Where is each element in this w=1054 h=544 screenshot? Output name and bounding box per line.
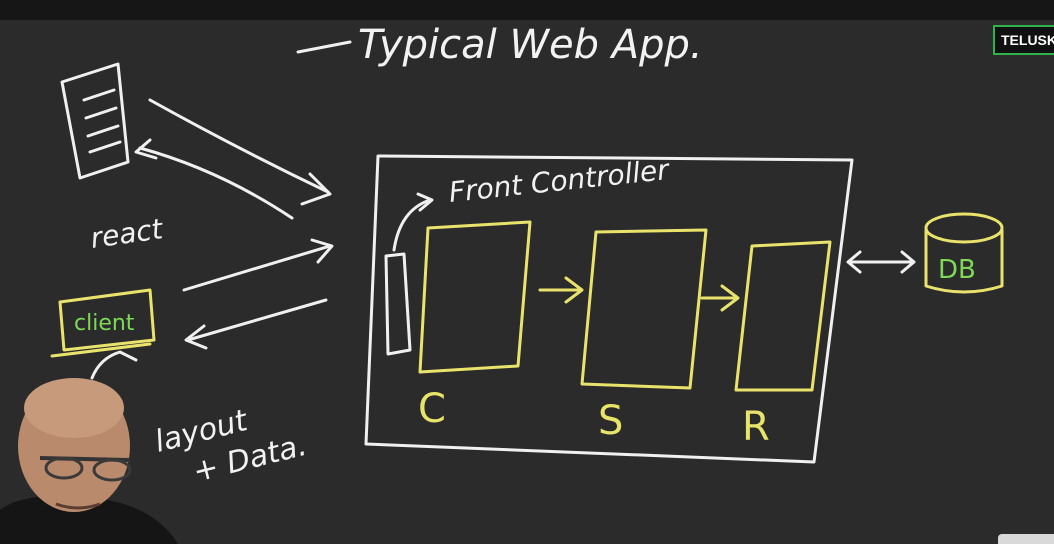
client-label: client: [74, 311, 135, 336]
client-box: [50, 288, 156, 358]
front-controller-box: [384, 252, 412, 356]
service-label: S: [598, 398, 623, 444]
repository-label: R: [742, 404, 770, 450]
client-to-app-arrow: [182, 244, 332, 292]
app-to-client-arrow: [186, 298, 328, 342]
app-db-arrowhead-left: [846, 250, 862, 274]
service-box: [580, 228, 708, 390]
webpage-document-icon: [60, 62, 130, 180]
application-container: [364, 154, 854, 464]
front-controller-label: Front Controller: [447, 153, 671, 209]
service-to-repository-arrowhead: [720, 284, 740, 312]
front-controller-pointer-head: [416, 192, 434, 212]
brand-logo-badge: TELUSKO: [993, 25, 1054, 55]
client-stand-stroke: [90, 350, 138, 380]
app-db-arrowhead-right: [900, 250, 916, 274]
response-arrowhead: [134, 138, 158, 160]
controller-label: C: [418, 386, 446, 432]
client-to-app-arrowhead: [310, 238, 334, 264]
front-controller-pointer: [392, 198, 432, 252]
repository-box: [734, 240, 832, 392]
title-underline-stroke: [296, 40, 352, 54]
request-arrow: [148, 98, 330, 194]
controller-box: [418, 220, 532, 374]
react-label: react: [88, 212, 165, 255]
controller-to-service-arrowhead: [564, 276, 584, 304]
video-top-bar: [0, 0, 1054, 20]
app-to-client-arrowhead: [184, 324, 208, 350]
diagram-title: Typical Web App.: [358, 22, 703, 68]
request-arrowhead: [300, 172, 332, 206]
database-cylinder: [924, 212, 1004, 294]
db-label: DB: [938, 255, 976, 285]
presenter-image: [0, 378, 178, 544]
response-arrow: [138, 146, 294, 220]
video-overlay-corner: [998, 534, 1054, 544]
